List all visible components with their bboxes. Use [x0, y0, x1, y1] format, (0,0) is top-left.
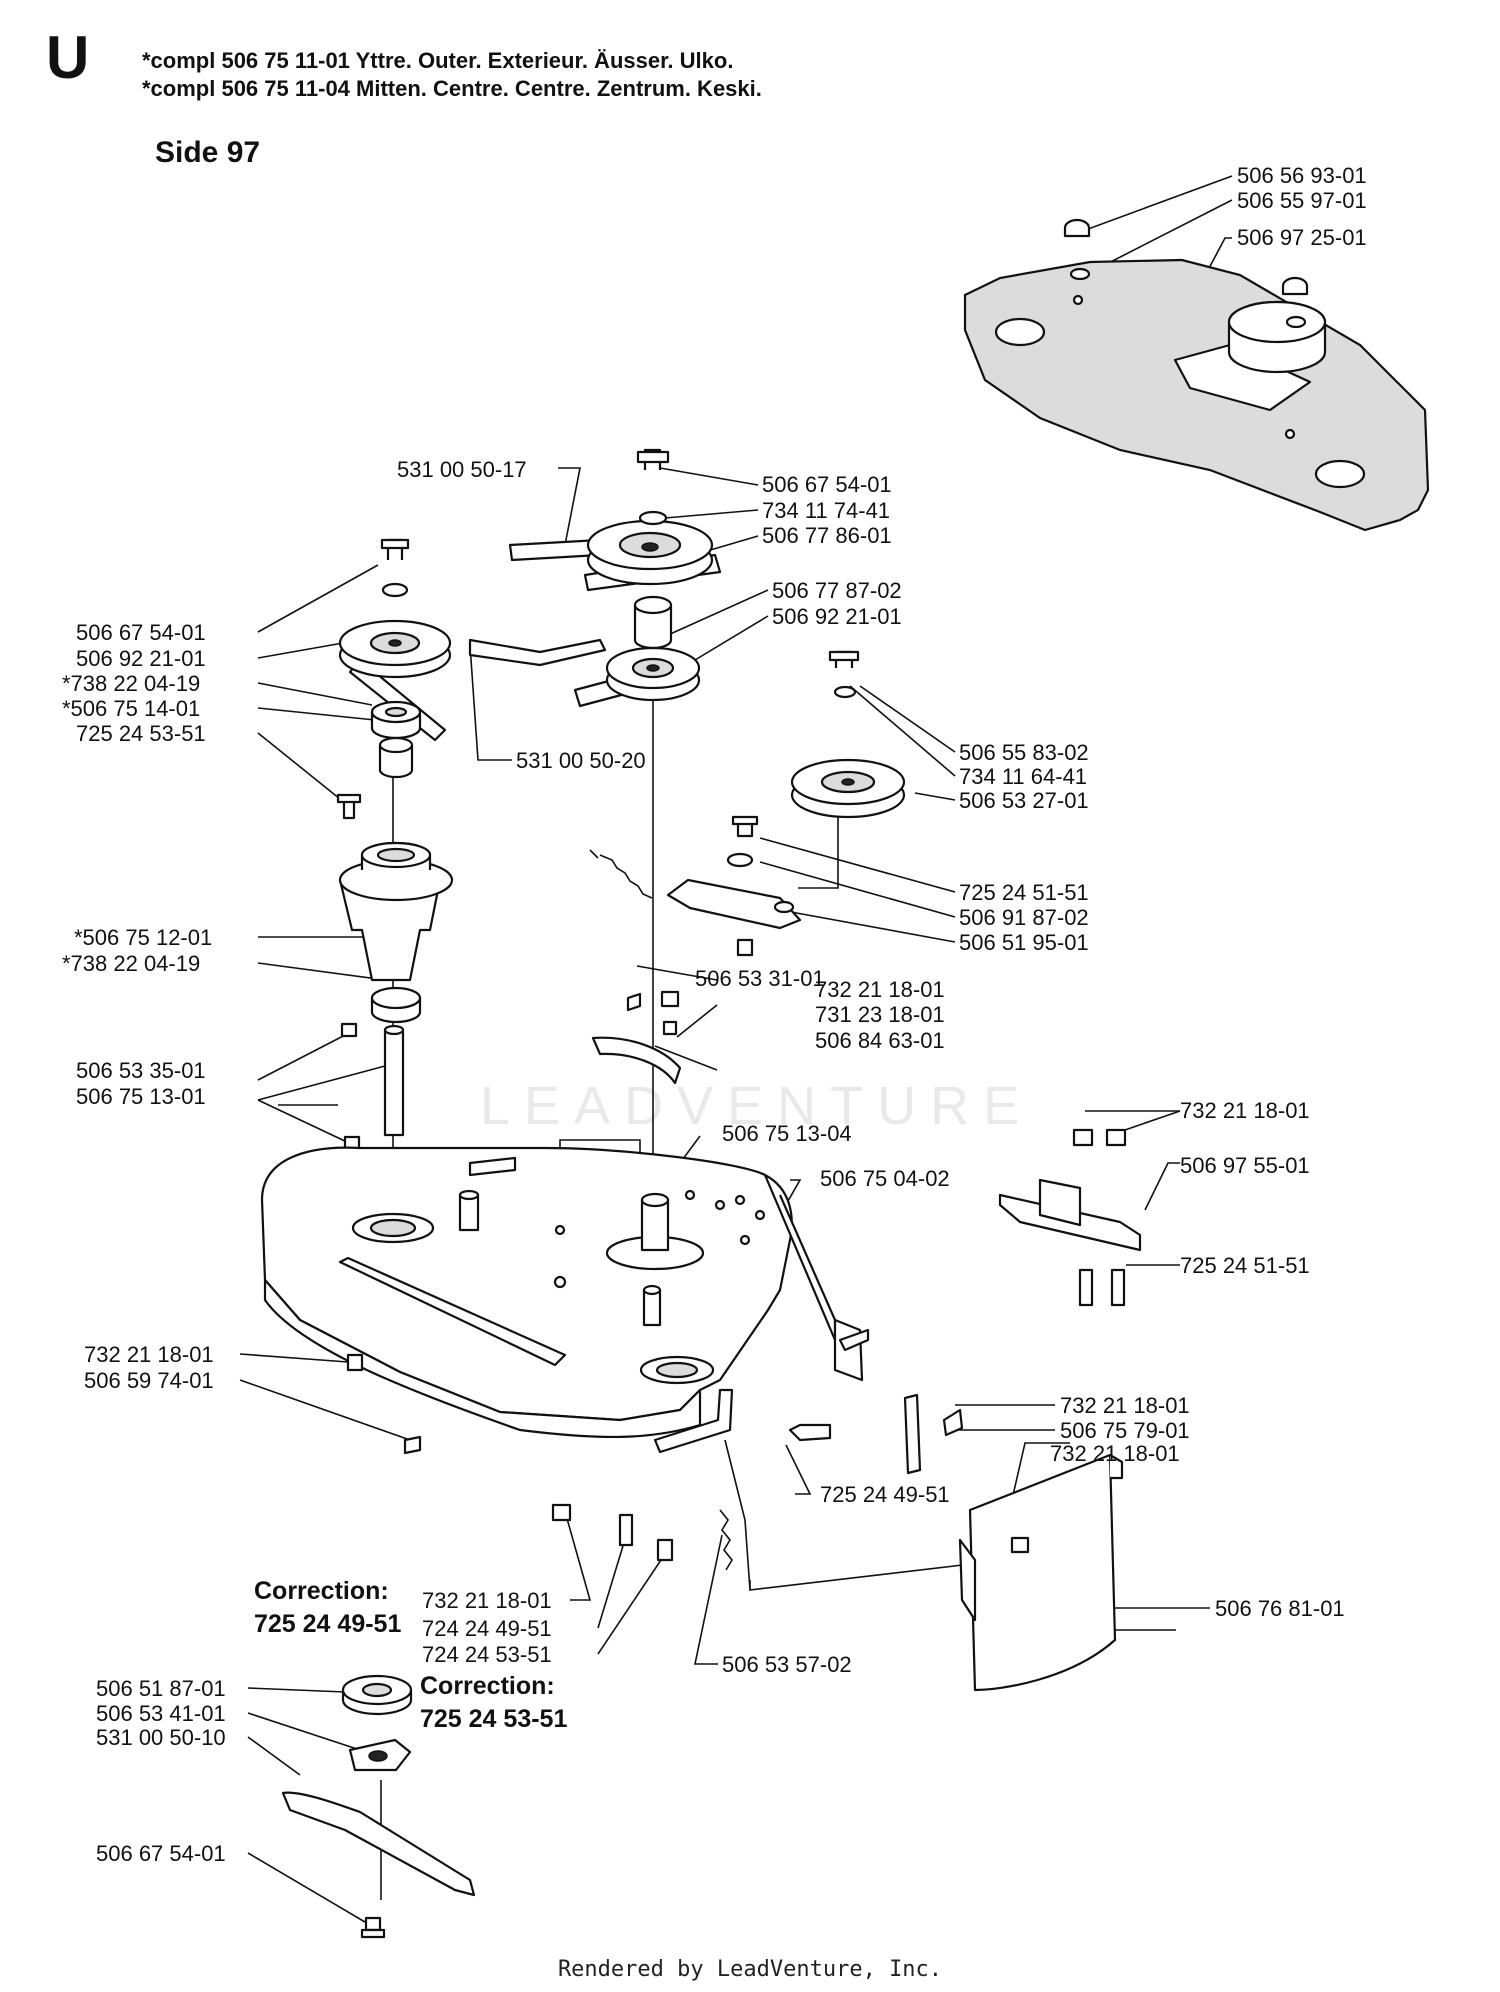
mower-deck-icon	[260, 1146, 870, 1454]
part-label-p35: 732 21 18-01	[84, 1342, 214, 1367]
part-label-p12: *738 22 04-19	[62, 671, 201, 696]
part-label-p29: 506 75 13-01	[76, 1084, 206, 1109]
footer-credit: Rendered by LeadVenture, Inc.	[557, 1957, 943, 1982]
part-label-p38: 506 75 79-01	[1060, 1418, 1190, 1443]
bolt-icon	[1063, 218, 1309, 329]
part-label-p33: 506 97 55-01	[1180, 1153, 1310, 1178]
side-title: Side 97	[155, 136, 261, 169]
correction-value: 725 24 53-51	[420, 1704, 568, 1733]
part-label-p01: 506 56 93-01	[1237, 163, 1367, 188]
part-label-p25: 732 21 18-01	[815, 977, 945, 1002]
part-label-p32: 506 75 04-02	[820, 1166, 950, 1191]
correction-value: 725 24 49-51	[254, 1609, 402, 1638]
part-label-p31: 506 75 13-04	[722, 1121, 852, 1146]
part-label-p19: 725 24 51-51	[959, 880, 1089, 905]
part-label-p14: 725 24 53-51	[76, 721, 206, 746]
part-label-p02: 506 55 97-01	[1237, 188, 1367, 213]
part-label-p23: *738 22 04-19	[62, 951, 201, 976]
part-label-p45: 506 53 57-02	[722, 1652, 852, 1677]
spindle-shaft-icon	[340, 1022, 405, 1152]
part-label-p10: 506 67 54-01	[76, 620, 206, 645]
correction-title: Correction:	[254, 1577, 389, 1605]
correction-title: Correction:	[420, 1672, 555, 1700]
pulley-upper-icon	[586, 448, 714, 586]
idler-arm-icon	[666, 815, 802, 957]
pulley-left-icon	[338, 538, 452, 679]
section-letter: U	[46, 24, 90, 91]
spindle-housing-icon	[338, 841, 454, 1024]
part-label-p39: 732 21 18-01	[1050, 1441, 1180, 1466]
part-label-p05: 506 67 54-01	[762, 472, 892, 497]
part-label-p37: 732 21 18-01	[1060, 1393, 1190, 1418]
part-label-p46: 506 51 87-01	[96, 1676, 226, 1701]
part-label-p15: 531 00 50-20	[516, 748, 646, 773]
part-label-p24: 506 53 31-01	[695, 966, 825, 991]
part-label-p27: 506 84 63-01	[815, 1028, 945, 1053]
part-label-p16: 506 55 83-02	[959, 740, 1089, 765]
small-bracket-icon	[788, 1393, 964, 1475]
part-label-p04: 531 00 50-17	[397, 457, 527, 482]
part-label-p08: 506 77 87-02	[772, 578, 902, 603]
watermark-text: LEADVENTURE	[480, 1076, 1034, 1136]
correction-note-2: Correction: 725 24 53-51	[420, 1670, 567, 1735]
part-label-p07: 506 77 86-01	[762, 523, 892, 548]
part-label-p11: 506 92 21-01	[76, 646, 206, 671]
spacer-icon	[633, 595, 673, 650]
part-label-p40: 725 24 49-51	[820, 1482, 950, 1507]
part-label-p43: 724 24 49-51	[422, 1616, 552, 1641]
part-label-p34: 725 24 51-51	[1180, 1253, 1310, 1278]
belt-guide-icon	[591, 990, 682, 1085]
idler-pulley-icon	[790, 650, 906, 819]
part-label-p22: *506 75 12-01	[74, 925, 213, 950]
bearing-icon	[336, 700, 422, 820]
discharge-chute-icon	[958, 1453, 1124, 1692]
part-label-p21: 506 51 95-01	[959, 930, 1089, 955]
part-label-p28: 506 53 35-01	[76, 1058, 206, 1083]
part-label-p18: 506 53 27-01	[959, 788, 1089, 813]
blade-assembly-icon	[281, 1674, 476, 1939]
compl-line-centre: *compl 506 75 11-04 Mitten. Centre. Cent…	[142, 76, 762, 101]
correction-note-1: Correction: 725 24 49-51	[254, 1575, 401, 1640]
part-label-p42: 732 21 18-01	[422, 1588, 552, 1613]
top-cover-plate-icon	[963, 258, 1430, 532]
part-label-p36: 506 59 74-01	[84, 1368, 214, 1393]
part-label-p09: 506 92 21-01	[772, 604, 902, 629]
part-label-p47: 506 53 41-01	[96, 1701, 226, 1726]
part-label-p13: *506 75 14-01	[62, 696, 201, 721]
spring-icon	[589, 849, 653, 899]
pulley-middle-icon	[605, 646, 701, 702]
part-label-p26: 731 23 18-01	[815, 1002, 945, 1027]
part-label-p48: 531 00 50-10	[96, 1725, 226, 1750]
compl-line-outer: *compl 506 75 11-01 Yttre. Outer. Exteri…	[142, 48, 734, 73]
part-label-p03: 506 97 25-01	[1237, 225, 1367, 250]
fastener-set-icon	[346, 1353, 733, 1571]
part-label-p20: 506 91 87-02	[959, 905, 1089, 930]
part-label-p44: 724 24 53-51	[422, 1642, 552, 1667]
part-label-p49: 506 67 54-01	[96, 1841, 226, 1866]
bracket-assembly-icon	[998, 1128, 1142, 1307]
part-label-p30: 732 21 18-01	[1180, 1098, 1310, 1123]
part-label-p06: 734 11 74-41	[762, 498, 891, 523]
part-label-p17: 734 11 64-41	[959, 764, 1088, 789]
part-label-p41: 506 76 81-01	[1215, 1596, 1345, 1621]
